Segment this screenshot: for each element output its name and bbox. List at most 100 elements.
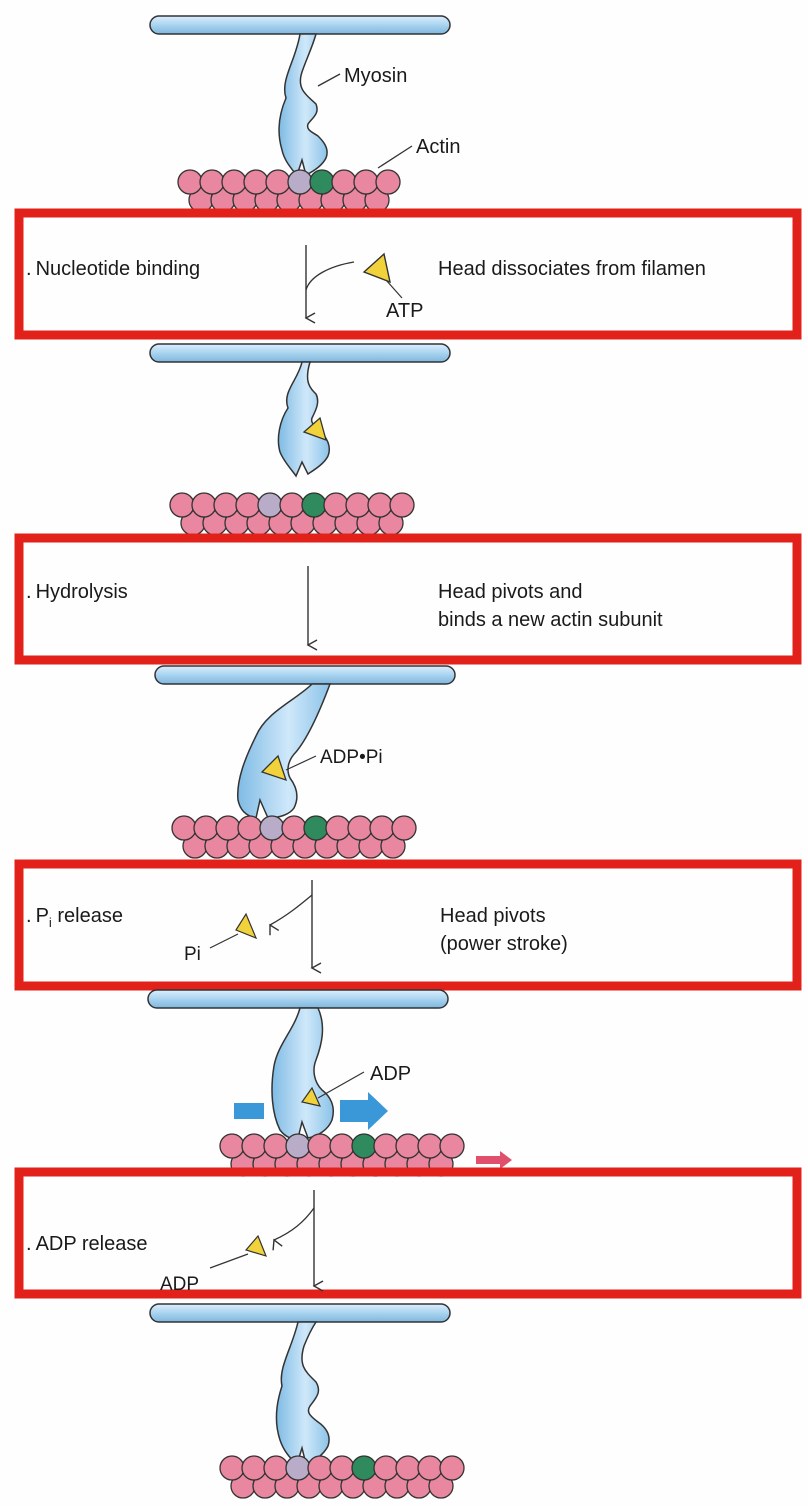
actin-subunit xyxy=(287,169,313,195)
actin-label: Actin xyxy=(416,136,460,158)
thick-filament-rod xyxy=(154,665,456,685)
state-5-rigor xyxy=(149,1303,465,1499)
highlight-box xyxy=(14,859,802,991)
actin-filament xyxy=(219,1455,465,1499)
actin-subunit xyxy=(279,492,305,518)
adp-label: ADP xyxy=(370,1063,411,1085)
binding-curve-arrow xyxy=(305,261,355,291)
thick-filament-rod xyxy=(147,989,449,1009)
actin-subunit xyxy=(351,1133,377,1159)
actin-subunit xyxy=(329,1455,355,1481)
actin-subunit xyxy=(345,492,371,518)
actin-subunit xyxy=(191,492,217,518)
step-2-title: Hydrolysis xyxy=(36,581,128,603)
actin-subunit xyxy=(391,815,417,841)
actin-subunit xyxy=(439,1455,465,1481)
svg-text:.Pi release: .Pi release xyxy=(26,905,123,930)
release-curve-arrow xyxy=(269,894,313,936)
adp-released-triangle xyxy=(244,1234,268,1257)
step-2-result-line1: Head pivots and xyxy=(438,581,583,603)
release-curve-arrow xyxy=(272,1207,315,1251)
actin-filament xyxy=(177,169,401,213)
actin-subunit xyxy=(171,815,197,841)
actin-subunit xyxy=(285,1133,311,1159)
step-1-result: Head dissociates from filamen xyxy=(438,258,706,280)
state-3-adp-pi-bound: ADP•Pi xyxy=(154,665,456,859)
actin-subunit xyxy=(215,815,241,841)
actin-subunit xyxy=(375,169,401,195)
actin-subunit xyxy=(235,492,261,518)
myosin-head xyxy=(277,361,331,478)
actin-subunit xyxy=(177,169,203,195)
actin-subunit xyxy=(439,1133,465,1159)
actin-subunit xyxy=(221,169,247,195)
actin-subunit xyxy=(307,1133,333,1159)
filament-shift-arrow xyxy=(476,1151,512,1169)
actin-subunit xyxy=(219,1455,245,1481)
svg-text:.Nucleotide binding: .Nucleotide binding xyxy=(26,258,200,280)
actin-subunit xyxy=(303,815,329,841)
actin-filament xyxy=(169,492,415,536)
actin-subunit xyxy=(353,169,379,195)
actin-subunit xyxy=(395,1455,421,1481)
adp-released-label: ADP xyxy=(160,1274,199,1295)
actin-subunit xyxy=(243,169,269,195)
actin-subunit xyxy=(263,1133,289,1159)
atp-triangle xyxy=(362,252,391,284)
actin-subunit xyxy=(351,1455,377,1481)
adp-pi-triangle xyxy=(260,754,288,782)
actin-subunit xyxy=(193,815,219,841)
actin-subunit xyxy=(241,1455,267,1481)
actin-subunit xyxy=(417,1133,443,1159)
actin-subunit xyxy=(323,492,349,518)
step-3-result-line1: Head pivots xyxy=(440,905,546,927)
myosin-head xyxy=(275,1321,330,1466)
highlight-box xyxy=(14,1167,802,1299)
thick-filament-rod xyxy=(149,343,451,363)
actin-subunit xyxy=(281,815,307,841)
step-1-title: Nucleotide binding xyxy=(36,258,201,280)
actin-subunit xyxy=(237,815,263,841)
step-4-adp-release: .ADP release ADP xyxy=(14,1167,802,1299)
thick-filament-rod xyxy=(149,15,451,35)
actin-subunit xyxy=(301,492,327,518)
myosin-label: Myosin xyxy=(344,65,407,87)
adp-triangle xyxy=(300,1086,322,1107)
actin-subunit xyxy=(347,815,373,841)
actin-subunit xyxy=(329,1133,355,1159)
actin-subunit xyxy=(309,169,335,195)
actin-subunit xyxy=(325,815,351,841)
step-2-result-line2: binds a new actin subunit xyxy=(438,609,663,631)
svg-text:.Hydrolysis: .Hydrolysis xyxy=(26,581,128,603)
state-4-power-stroke: ADP xyxy=(147,989,512,1177)
step-3-title: P xyxy=(36,905,49,927)
step-4-title: ADP release xyxy=(36,1233,148,1255)
myosin-head xyxy=(278,33,328,177)
step-2-hydrolysis: .Hydrolysis Head pivots and binds a new … xyxy=(14,533,802,665)
actin-subunit xyxy=(257,492,283,518)
step-3-result-line2: (power stroke) xyxy=(440,933,568,955)
state-1-rigor: Myosin Actin xyxy=(149,15,460,213)
highlight-box xyxy=(14,208,802,340)
state-2-detached xyxy=(149,343,451,536)
actin-subunit xyxy=(285,1455,311,1481)
actin-subunit xyxy=(263,1455,289,1481)
svg-text:.ADP release: .ADP release xyxy=(26,1233,147,1255)
pi-fragment xyxy=(235,912,258,940)
pi-label: Pi xyxy=(184,944,201,965)
actin-subunit xyxy=(417,1455,443,1481)
myosin-head xyxy=(271,1007,334,1140)
thick-filament-rod xyxy=(149,1303,451,1323)
actin-subunit xyxy=(169,492,195,518)
actin-subunit xyxy=(373,1133,399,1159)
actin-subunit xyxy=(259,815,285,841)
actin-subunit xyxy=(213,492,239,518)
actin-subunit xyxy=(219,1133,245,1159)
actin-subunit xyxy=(373,1455,399,1481)
actin-subunit xyxy=(265,169,291,195)
actin-filament xyxy=(171,815,417,859)
step-3-pi-release: .Pi release Pi Head pivots (power stroke… xyxy=(14,859,802,991)
actin-subunit xyxy=(199,169,225,195)
adp-pi-label: ADP•Pi xyxy=(320,747,383,768)
movement-arrow xyxy=(340,1092,388,1130)
